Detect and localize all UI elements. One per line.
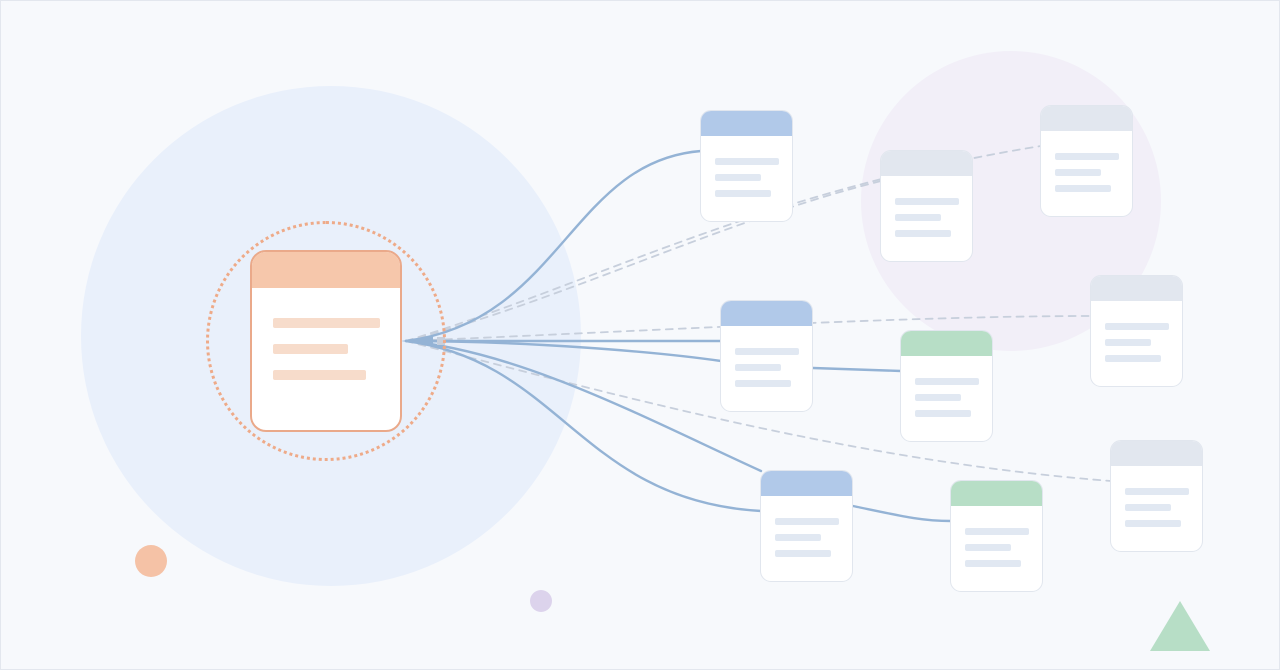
card-text-line bbox=[1105, 323, 1169, 330]
card-header bbox=[1111, 441, 1202, 466]
card-text-line bbox=[775, 550, 831, 557]
faded-card[interactable] bbox=[1090, 275, 1183, 387]
source-card-text-line bbox=[273, 370, 366, 380]
card-text-line bbox=[1125, 488, 1189, 495]
linked-card-green[interactable] bbox=[950, 480, 1043, 592]
card-text-line bbox=[895, 214, 941, 221]
solid-connector bbox=[404, 339, 723, 363]
decor-triangle bbox=[1150, 601, 1210, 651]
card-header bbox=[901, 331, 992, 356]
card-text-line bbox=[1105, 339, 1151, 346]
solid-connector bbox=[851, 504, 953, 523]
card-text-line bbox=[895, 198, 959, 205]
linked-card-green[interactable] bbox=[900, 330, 993, 442]
source-card-text-line bbox=[273, 344, 348, 354]
card-header bbox=[1041, 106, 1132, 131]
card-header bbox=[881, 151, 972, 176]
card-text-line bbox=[775, 534, 821, 541]
card-text-line bbox=[1055, 185, 1111, 192]
card-text-line bbox=[1125, 520, 1181, 527]
card-text-line bbox=[715, 158, 779, 165]
source-card-text-line bbox=[273, 318, 380, 328]
card-text-line bbox=[915, 394, 961, 401]
card-text-line bbox=[965, 528, 1029, 535]
card-text-line bbox=[1055, 153, 1119, 160]
card-text-line bbox=[965, 544, 1011, 551]
card-header bbox=[951, 481, 1042, 506]
card-text-line bbox=[965, 560, 1021, 567]
card-header bbox=[761, 471, 852, 496]
card-header bbox=[701, 111, 792, 136]
faded-card[interactable] bbox=[1110, 440, 1203, 552]
decor-dot-orange bbox=[135, 545, 167, 577]
source-card-header bbox=[252, 252, 400, 288]
card-header bbox=[721, 301, 812, 326]
dashed-connector bbox=[405, 340, 1112, 482]
card-text-line bbox=[915, 378, 979, 385]
card-text-line bbox=[735, 364, 781, 371]
solid-connectors bbox=[404, 149, 953, 523]
card-text-line bbox=[895, 230, 951, 237]
card-text-line bbox=[715, 174, 761, 181]
solid-connector bbox=[404, 339, 763, 473]
card-header bbox=[1091, 276, 1182, 301]
selection-ring bbox=[206, 221, 446, 461]
card-text-line bbox=[715, 190, 771, 197]
card-text-line bbox=[775, 518, 839, 525]
solid-connector bbox=[404, 149, 703, 343]
card-text-line bbox=[735, 380, 791, 387]
linked-card-blue[interactable] bbox=[700, 110, 793, 222]
card-text-line bbox=[915, 410, 971, 417]
solid-connector bbox=[811, 366, 903, 373]
decor-dot-purple bbox=[530, 590, 552, 612]
linked-card-blue[interactable] bbox=[720, 300, 813, 412]
faded-card[interactable] bbox=[1040, 105, 1133, 217]
source-card[interactable] bbox=[250, 250, 402, 432]
card-text-line bbox=[1055, 169, 1101, 176]
solid-connector bbox=[404, 339, 763, 513]
card-text-line bbox=[1105, 355, 1161, 362]
card-text-line bbox=[735, 348, 799, 355]
faded-card[interactable] bbox=[880, 150, 973, 262]
card-text-line bbox=[1125, 504, 1171, 511]
linked-card-blue[interactable] bbox=[760, 470, 853, 582]
